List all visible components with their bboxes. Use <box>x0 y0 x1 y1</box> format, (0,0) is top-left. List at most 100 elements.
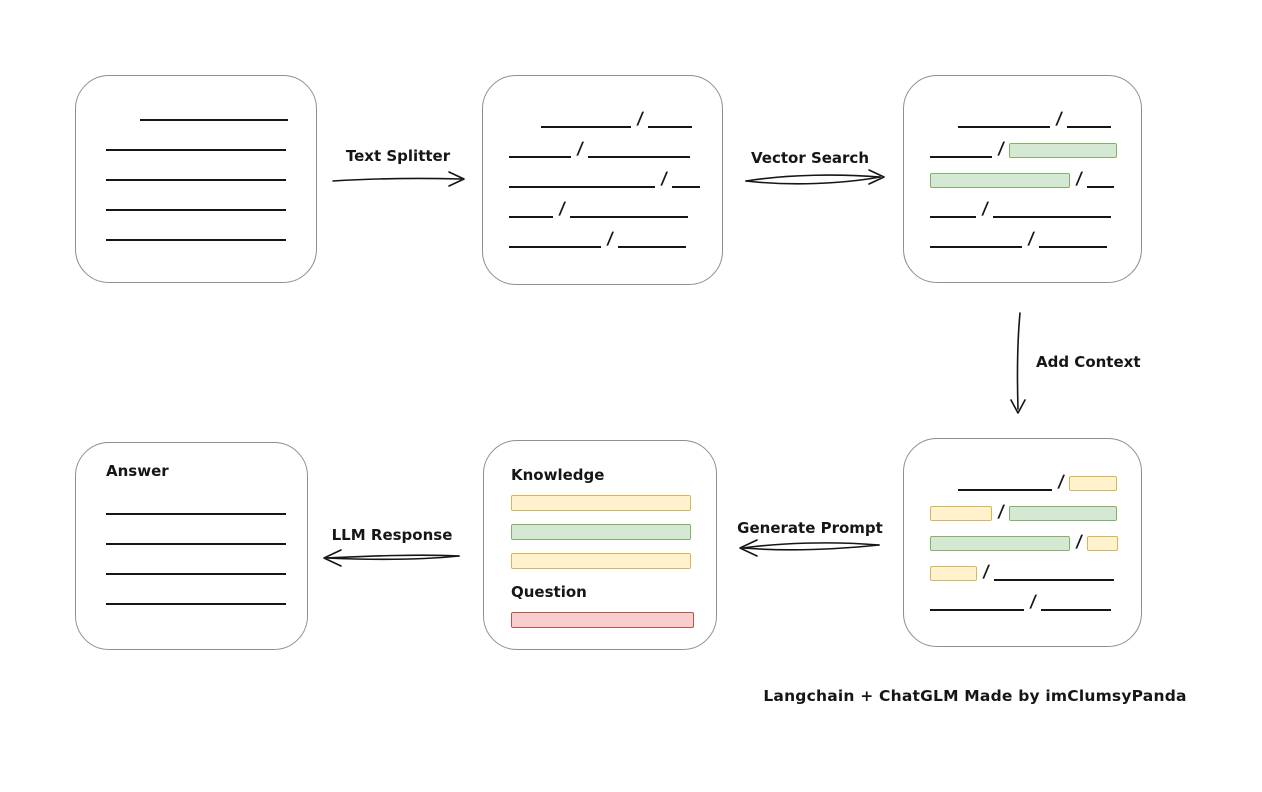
generate-prompt-label: Generate Prompt <box>737 519 883 537</box>
text-line <box>106 513 286 515</box>
text-line <box>509 156 571 158</box>
slash-separator: / <box>636 109 645 129</box>
slash-separator: / <box>1057 472 1066 492</box>
text-row: / <box>930 581 1141 612</box>
text-row <box>106 515 307 545</box>
text-row: / <box>509 188 722 219</box>
text-line <box>930 156 992 158</box>
llm-response-label: LLM Response <box>331 526 453 544</box>
vector-search-arrow <box>745 174 881 182</box>
document-rows <box>106 91 316 241</box>
text-line <box>1067 126 1112 128</box>
text-row <box>106 575 307 605</box>
text-line <box>1039 246 1108 248</box>
text-line <box>588 156 691 158</box>
yellow-highlight-chip <box>930 566 977 581</box>
slash-separator: / <box>660 169 669 189</box>
text-line <box>106 149 286 151</box>
vector-search-result-box: ///// <box>903 75 1142 283</box>
text-row: / <box>509 98 722 129</box>
text-line <box>930 609 1024 611</box>
vector-search-result-rows: ///// <box>930 98 1141 249</box>
text-splitter-label: Text Splitter <box>345 147 451 165</box>
text-line <box>509 216 553 218</box>
text-row: / <box>930 491 1141 522</box>
slash-separator: / <box>606 229 615 249</box>
text-line <box>930 246 1022 248</box>
knowledge-bar-yellow-1 <box>511 495 691 511</box>
slash-separator: / <box>1075 169 1084 189</box>
text-row: / <box>930 521 1141 552</box>
question-bar-red <box>511 612 694 628</box>
slash-separator: / <box>981 199 990 219</box>
caption: Langchain + ChatGLM Made by imClumsyPand… <box>763 687 1187 705</box>
text-line <box>958 126 1050 128</box>
text-line <box>618 246 687 248</box>
slash-separator: / <box>1055 109 1064 129</box>
generate-prompt-arrowhead <box>739 539 758 557</box>
text-line <box>509 246 601 248</box>
green-highlight-chip <box>1009 506 1118 521</box>
yellow-highlight-chip <box>930 506 992 521</box>
indent-gap <box>106 120 140 121</box>
context-result-rows: ///// <box>930 461 1141 612</box>
slash-separator: / <box>1075 532 1084 552</box>
slash-separator: / <box>982 562 991 582</box>
answer-rows <box>106 485 307 605</box>
answer-label: Answer <box>106 462 169 480</box>
text-row: / <box>509 158 722 189</box>
yellow-highlight-chip <box>1087 536 1119 551</box>
text-splitter-arrowhead <box>448 171 465 187</box>
text-line <box>672 186 701 188</box>
knowledge-label: Knowledge <box>511 466 605 484</box>
indent-gap <box>509 127 541 128</box>
context-result-box: ///// <box>903 438 1142 647</box>
green-highlight-chip <box>1009 143 1118 158</box>
document-box <box>75 75 317 283</box>
split-text-box: ///// <box>482 75 723 285</box>
knowledge-bar-yellow-2 <box>511 553 691 569</box>
text-row: / <box>509 128 722 159</box>
slash-separator: / <box>576 139 585 159</box>
text-row: / <box>930 158 1141 189</box>
question-label: Question <box>511 583 587 601</box>
split-text-rows: ///// <box>509 98 722 249</box>
generate-prompt-arrow-2 <box>742 544 880 551</box>
llm-response-arrowhead <box>323 549 342 567</box>
text-line <box>106 209 286 211</box>
answer-box: Answer <box>75 442 308 650</box>
text-line <box>648 126 693 128</box>
text-line <box>1041 609 1112 611</box>
text-line <box>140 119 288 121</box>
text-line <box>106 179 286 181</box>
llm-response-arrow-2 <box>326 555 460 561</box>
text-row: / <box>930 461 1141 492</box>
indent-gap <box>930 127 958 128</box>
text-splitter-arrow <box>332 177 462 182</box>
llm-response-arrow <box>326 554 460 559</box>
text-line <box>509 186 655 188</box>
green-highlight-chip <box>930 536 1070 551</box>
text-line <box>1087 186 1115 188</box>
text-line <box>958 489 1052 491</box>
text-row <box>106 91 316 121</box>
yellow-highlight-chip <box>1069 476 1118 491</box>
text-row: / <box>509 218 722 249</box>
text-line <box>570 216 689 218</box>
text-row <box>106 545 307 575</box>
text-line <box>106 239 286 241</box>
text-row: / <box>930 551 1141 582</box>
vector-search-label: Vector Search <box>750 149 870 167</box>
text-line <box>106 573 286 575</box>
text-line <box>994 579 1115 581</box>
text-row <box>106 151 316 181</box>
slash-separator: / <box>997 139 1006 159</box>
add-context-arrow <box>1016 312 1021 410</box>
vector-search-arrowhead <box>868 169 885 185</box>
generate-prompt-arrow <box>742 542 880 549</box>
add-context-arrowhead <box>1010 399 1026 414</box>
text-row: / <box>930 128 1141 159</box>
slash-separator: / <box>997 502 1006 522</box>
